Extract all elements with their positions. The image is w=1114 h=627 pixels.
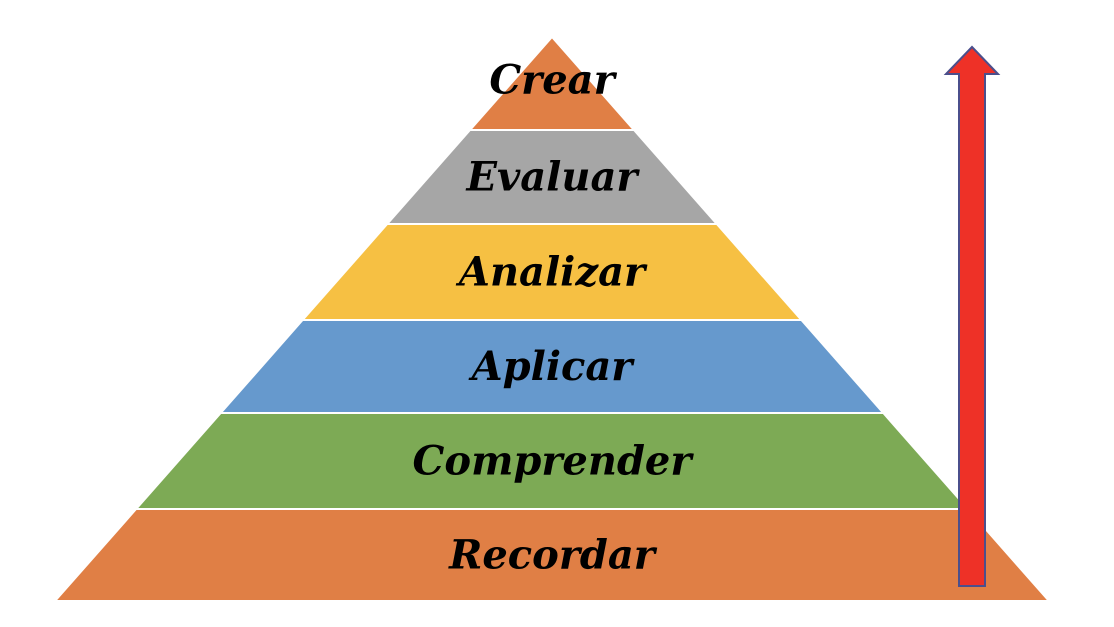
level-label-evaluar: Evaluar: [466, 154, 641, 201]
pyramid-level-recordar: [52, 508, 1052, 602]
level-label-aplicar: Aplicar: [468, 343, 636, 390]
pyramid: [52, 35, 1052, 602]
up-arrow-icon: [943, 45, 1001, 587]
level-label-analizar: Analizar: [455, 249, 648, 296]
level-label-comprender: Comprender: [413, 438, 695, 485]
level-label-recordar: Recordar: [448, 532, 658, 579]
pyramid-labels: CrearEvaluarAnalizarAplicarComprenderRec…: [413, 57, 695, 579]
level-label-crear: Crear: [489, 57, 617, 104]
